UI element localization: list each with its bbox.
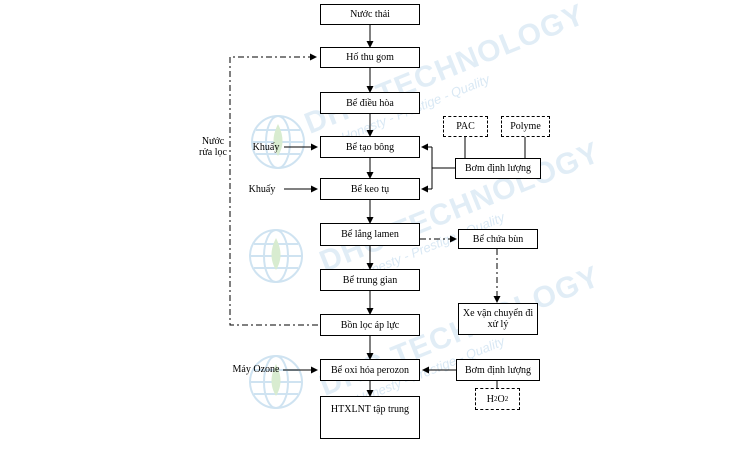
box-bon-loc-ap-luc: Bồn lọc áp lực [320,314,420,336]
backwash-line [229,53,318,326]
box-ho-thu-gom: Hố thu gom [320,47,420,68]
box-be-tao-bong: Bể tạo bông [320,136,420,158]
globe-logo-icon [251,115,305,169]
box-polyme: Polyme [501,116,550,137]
box-xe-van-chuyen: Xe vận chuyển đi xử lý [458,303,538,335]
box-pac: PAC [443,116,488,137]
box-be-oxi-hoa: Bể oxi hóa perozon [320,359,420,381]
box-be-dieu-hoa: Bể điều hòa [320,92,420,114]
box-be-keo-tu: Bể keo tụ [320,178,420,200]
box-bom-dinh-luong-1: Bơm định lượng [455,158,541,179]
label-khuay-1: Khuấy [252,142,280,153]
box-nuoc-thai: Nước thải [320,4,420,25]
label-khuay-2: Khuấy [248,184,276,195]
label-may-ozone: Máy Ozone [232,364,280,375]
box-be-chua-bun: Bể chứa bùn [458,229,538,249]
globe-logo-icon [249,355,303,409]
globe-logo-icon [249,229,303,283]
label-nuoc-rua-loc: Nước rửa lọc [199,136,227,158]
box-bom-dinh-luong-2: Bơm định lượng [456,359,540,381]
box-be-lang-lamen: Bể lắng lamen [320,223,420,246]
box-be-trung-gian: Bể trung gian [320,269,420,291]
box-htxlnt: HTXLNT tập trung [320,396,420,439]
